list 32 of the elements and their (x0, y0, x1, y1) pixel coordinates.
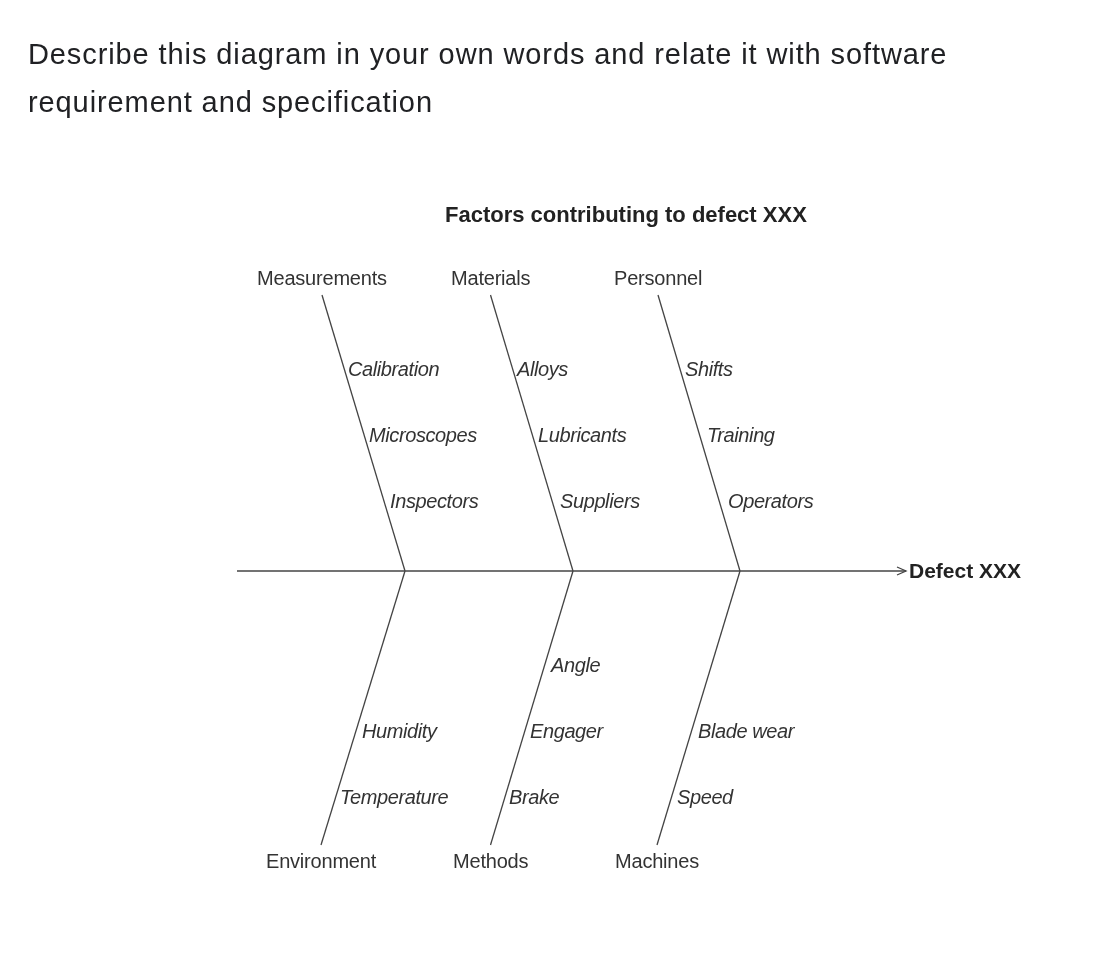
bone-line (320, 570, 406, 846)
diagram-title: Factors contributing to defect XXX (445, 202, 807, 228)
bone-line (657, 294, 741, 572)
spine-arrow (236, 566, 907, 576)
category-label: Methods (453, 850, 529, 873)
cause-label: Microscopes (369, 424, 477, 447)
cause-label: Inspectors (390, 490, 479, 513)
cause-label: Shifts (685, 358, 733, 381)
cause-label: Alloys (517, 358, 568, 381)
cause-label: Operators (728, 490, 814, 513)
cause-label: Suppliers (560, 490, 640, 513)
cause-label: Training (707, 424, 775, 447)
cause-label: Humidity (362, 720, 437, 743)
category-label: Personnel (614, 267, 703, 290)
cause-label: Angle (551, 654, 601, 677)
category-label: Machines (615, 850, 699, 873)
category-label: Materials (451, 267, 531, 290)
category-label: Environment (266, 850, 377, 873)
bone-line (321, 294, 406, 572)
category-label: Measurements (257, 267, 387, 290)
cause-label: Calibration (348, 358, 440, 381)
cause-label: Temperature (340, 786, 449, 809)
cause-label: Engager (530, 720, 603, 743)
cause-label: Blade wear (698, 720, 795, 743)
question-text: Describe this diagram in your own words and relate it with software requirement and specification (28, 37, 949, 120)
cause-label: Lubricants (538, 424, 627, 447)
bone-line (656, 570, 741, 846)
bone-line (489, 294, 574, 572)
bone-line (489, 570, 574, 846)
cause-label: Speed (677, 786, 733, 809)
effect-label: Defect XXX (909, 559, 1022, 584)
cause-label: Brake (509, 786, 560, 809)
